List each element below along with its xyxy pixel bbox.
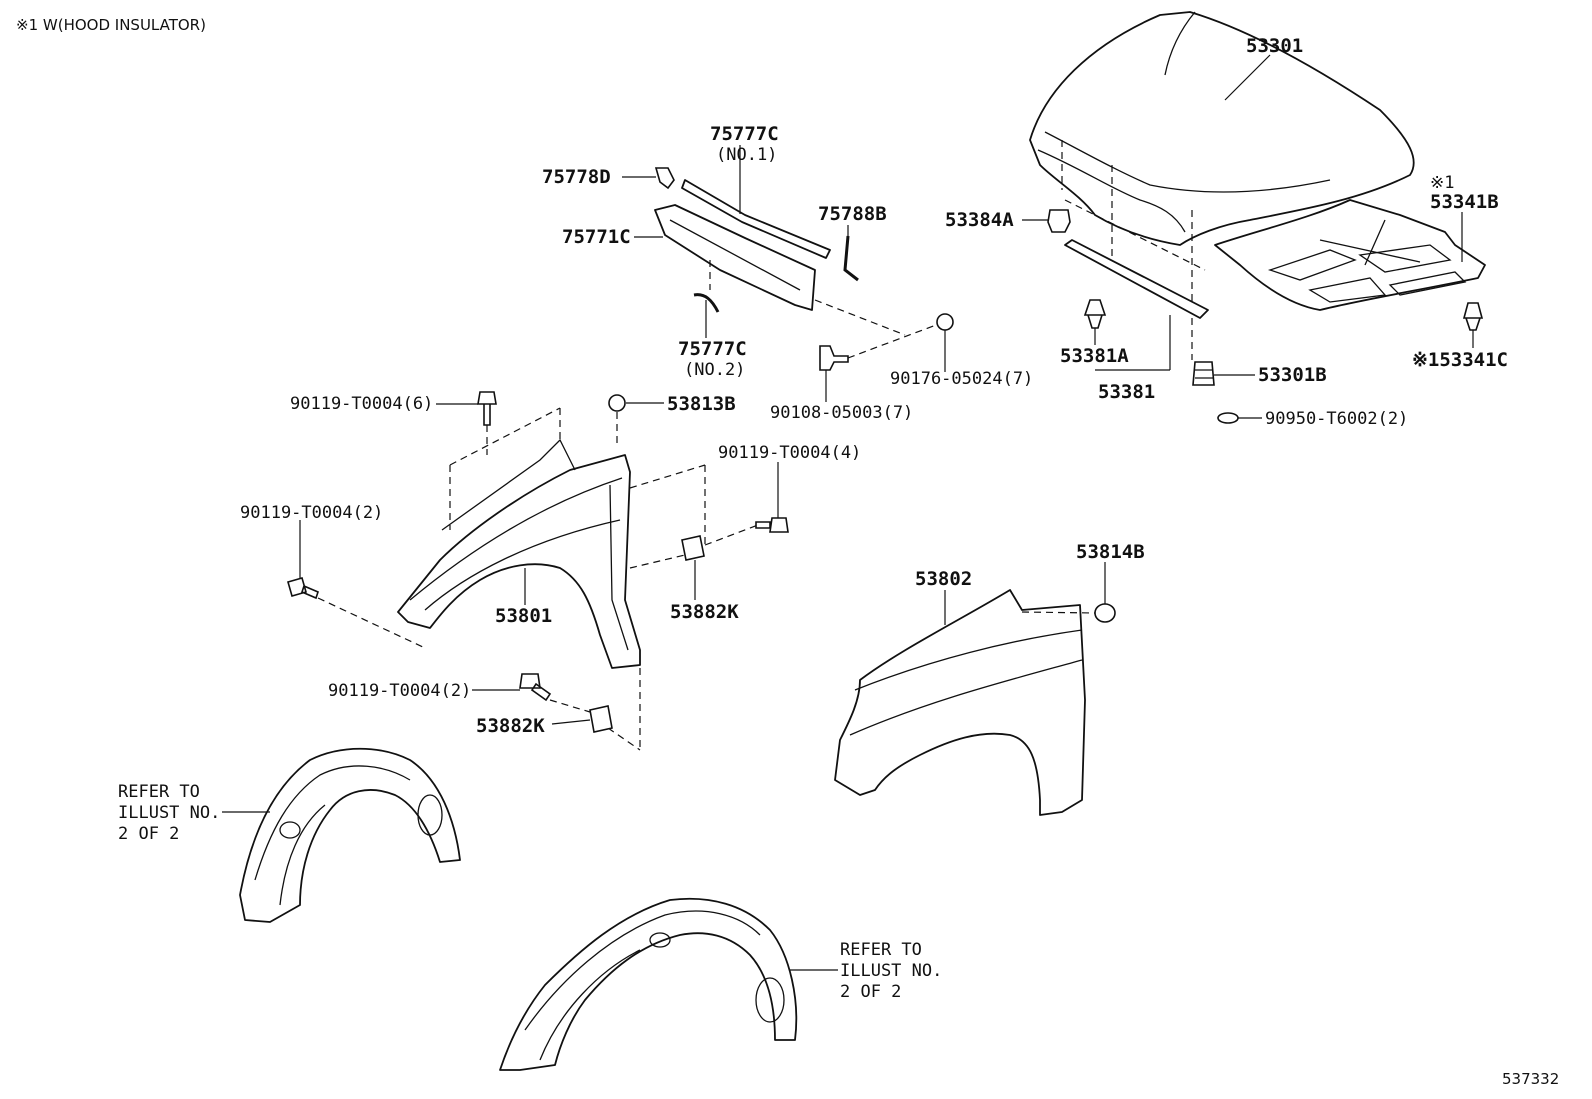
- cowl-panel-75771c: [654, 204, 816, 311]
- svg-text:2 OF 2: 2 OF 2: [840, 982, 901, 1002]
- label-90119-2-lower: 90119-T0004(2): [328, 681, 471, 701]
- hood-plug-90950: [1217, 412, 1239, 424]
- label-75777c-no1-sub: (NO.1): [716, 145, 777, 165]
- svg-text:REFER TO: REFER TO: [118, 782, 200, 802]
- label-90119-2-upper: 90119-T0004(2): [240, 503, 383, 523]
- fender-53802: [834, 589, 1086, 816]
- seal-end-75788b: [843, 235, 859, 282]
- label-90119-4: 90119-T0004(4): [718, 443, 861, 463]
- label-53882k-lower: 53882K: [476, 715, 545, 737]
- label-75777c-no2: 75777C: [678, 338, 747, 360]
- bolt-90119-2-lower: [519, 673, 552, 702]
- svg-text:ILLUST NO.: ILLUST NO.: [840, 961, 942, 981]
- label-53813b: 53813B: [667, 393, 736, 415]
- bolt-90119-6: [477, 391, 497, 426]
- hood-insulator: [1214, 199, 1486, 311]
- bolt-90119-2-upper: [287, 577, 319, 600]
- label-53341b-mark: ※1: [1430, 173, 1454, 193]
- label-90176: 90176-05024(7): [890, 369, 1033, 389]
- label-53801: 53801: [495, 605, 552, 627]
- header-note: ※1 W(HOOD INSULATOR): [16, 16, 206, 34]
- hood-bumper-53301b: [1192, 361, 1215, 386]
- leader-53882k-lower: [551, 719, 591, 725]
- label-75788b: 75788B: [818, 203, 887, 225]
- label-75777c-no1: 75777C: [710, 123, 779, 145]
- nut-53813b: [608, 394, 626, 412]
- label-53882k-upper: 53882K: [670, 601, 739, 623]
- leader-53301: [1224, 54, 1271, 101]
- svg-text:2 OF 2: 2 OF 2: [118, 824, 179, 844]
- label-53381: 53381: [1098, 381, 1155, 403]
- nut-90176: [936, 313, 954, 331]
- label-90119-6: 90119-T0004(6): [290, 394, 433, 414]
- nut-53882k-upper: [681, 535, 705, 561]
- label-90108: 90108-05003(7): [770, 403, 913, 423]
- label-75778d: 75778D: [542, 166, 611, 188]
- label-53341c: ※153341C: [1412, 349, 1508, 371]
- label-75771c: 75771C: [562, 226, 631, 248]
- nut-53882k-lower: [589, 705, 613, 733]
- clip-53814b: [1094, 603, 1116, 623]
- refer-note-left: REFER TO ILLUST NO. 2 OF 2: [118, 782, 220, 844]
- hood-cushion-53384a: [1047, 209, 1071, 233]
- seal-clip-53381a: [1083, 299, 1107, 329]
- label-90950: 90950-T6002(2): [1265, 409, 1408, 429]
- fender-53801: [397, 438, 641, 669]
- label-53384a: 53384A: [945, 209, 1014, 231]
- clip-90108: [819, 345, 849, 371]
- fender-liner-right: [499, 897, 798, 1071]
- label-53301: 53301: [1246, 35, 1303, 57]
- label-53802: 53802: [915, 568, 972, 590]
- label-53301b: 53301B: [1258, 364, 1327, 386]
- refer-note-right: REFER TO ILLUST NO. 2 OF 2: [840, 940, 942, 1002]
- hood-seal-53381: [1064, 239, 1209, 319]
- svg-text:ILLUST NO.: ILLUST NO.: [118, 803, 220, 823]
- label-53341b: 53341B: [1430, 191, 1499, 213]
- fender-liner-left: [239, 747, 461, 923]
- label-53814b: 53814B: [1076, 541, 1145, 563]
- bolt-90119-4: [755, 517, 789, 533]
- label-53381a: 53381A: [1060, 345, 1129, 367]
- seal-clip-75778d: [654, 167, 675, 190]
- illustration-ref-number: 537332: [1502, 1070, 1559, 1088]
- label-75777c-no2-sub: (NO.2): [684, 360, 745, 380]
- cowl-seal-75777c-no1: [681, 179, 831, 259]
- cowl-seal-75777c-no2: [693, 293, 720, 313]
- svg-text:REFER TO: REFER TO: [840, 940, 922, 960]
- insulator-clip-53341c: [1462, 302, 1484, 331]
